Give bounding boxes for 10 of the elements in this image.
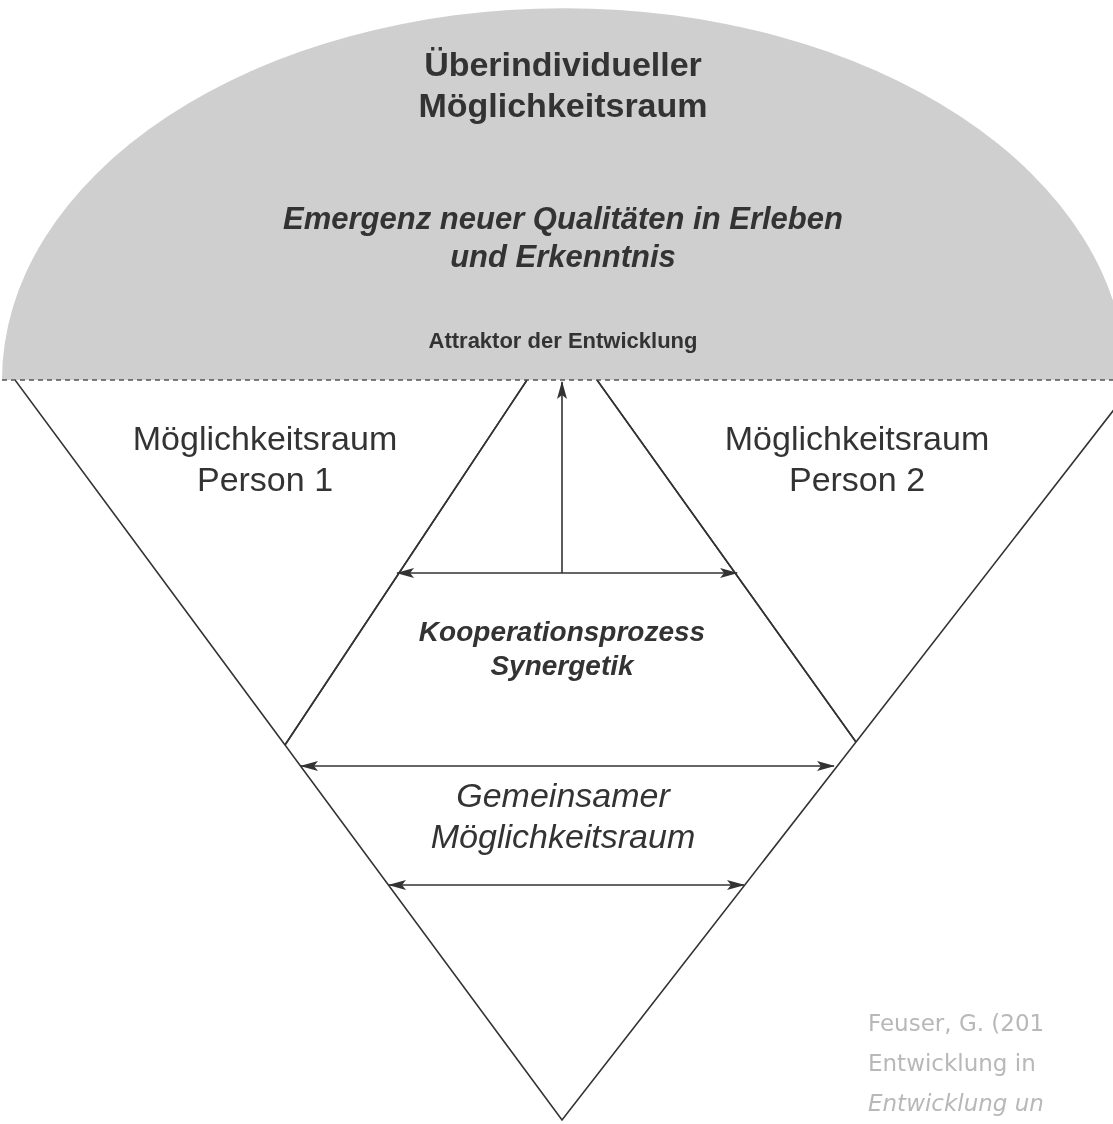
region-note: Attraktor der Entwicklung bbox=[427, 328, 699, 355]
citation-text: Entwicklung un bbox=[868, 1090, 1044, 1116]
region-title: Überindividueller Möglichkeitsraum bbox=[417, 44, 709, 127]
region-subtitle: Emergenz neuer Qualitäten in Erleben und Erkenntnis bbox=[283, 200, 843, 276]
region-label: Gemeinsamer Möglichkeitsraum bbox=[429, 775, 697, 858]
region-label: Möglichkeitsraum Person 2 bbox=[723, 418, 991, 501]
region-label: Möglichkeitsraum Person 1 bbox=[131, 418, 399, 501]
citation-text: Entwicklung in bbox=[868, 1050, 1036, 1076]
region-label: Kooperationsprozess Synergetik bbox=[417, 615, 707, 684]
citation-text: Feuser, G. (201 bbox=[868, 1010, 1045, 1036]
